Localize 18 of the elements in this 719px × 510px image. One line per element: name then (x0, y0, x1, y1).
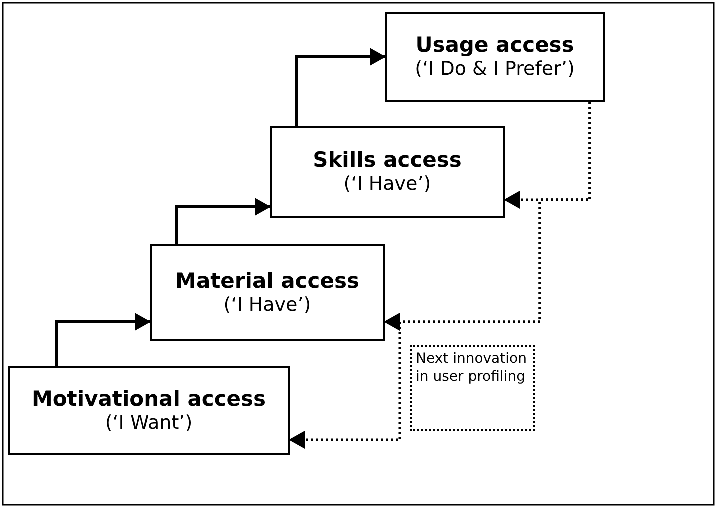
stage-title: Motivational access (32, 386, 266, 412)
stage-box (8, 366, 290, 455)
note-box (410, 345, 535, 431)
stage-quote: (‘I Do & I Prefer’) (415, 58, 575, 82)
stage-title: Material access (176, 268, 360, 294)
note-text: Next innovation in user profiling (416, 350, 528, 386)
stage-quote: (‘I Have’) (224, 294, 312, 318)
stage-title: Usage access (416, 32, 574, 58)
stage-box (150, 244, 385, 341)
arrow (176, 198, 271, 244)
arrow (56, 313, 151, 366)
stage-quote: (‘I Have’) (344, 173, 432, 197)
stage-title: Skills access (313, 147, 462, 174)
stage-quote: (‘I Want’) (105, 412, 193, 436)
dotted-arrow (289, 102, 592, 449)
arrow (296, 48, 386, 126)
stage-box (270, 126, 505, 218)
stage-box (385, 12, 605, 102)
